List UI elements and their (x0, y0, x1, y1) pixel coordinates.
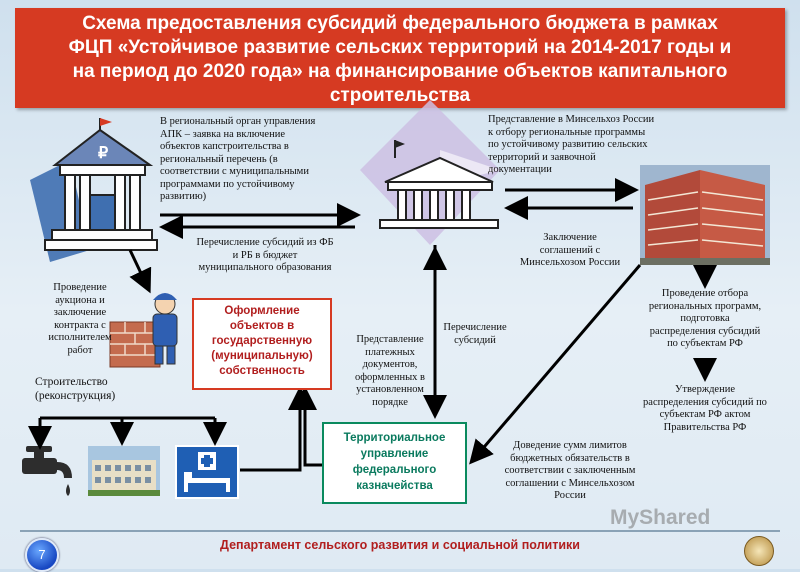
flow-arrows (28, 178, 717, 472)
worker-bricks-icon (109, 293, 178, 368)
emblem-icon (744, 536, 774, 566)
hospital-icon (175, 445, 239, 499)
page-number-badge: 7 (25, 538, 59, 572)
slide-title: Схема предоставления субсидий федерально… (15, 8, 785, 108)
svg-text:₽: ₽ (98, 145, 108, 162)
footer-divider (20, 530, 780, 532)
government-building-icon (360, 100, 500, 245)
footer-department: Департамент сельского развития и социаль… (220, 538, 580, 552)
school-photo (88, 446, 160, 496)
watermark-logo: MyShared (610, 506, 711, 529)
construction-text: Строительство(реконструкция) (35, 376, 116, 402)
bank-building-icon: ₽ (30, 118, 158, 262)
water-tap-icon (22, 446, 72, 496)
ministry-building-photo (640, 165, 770, 265)
